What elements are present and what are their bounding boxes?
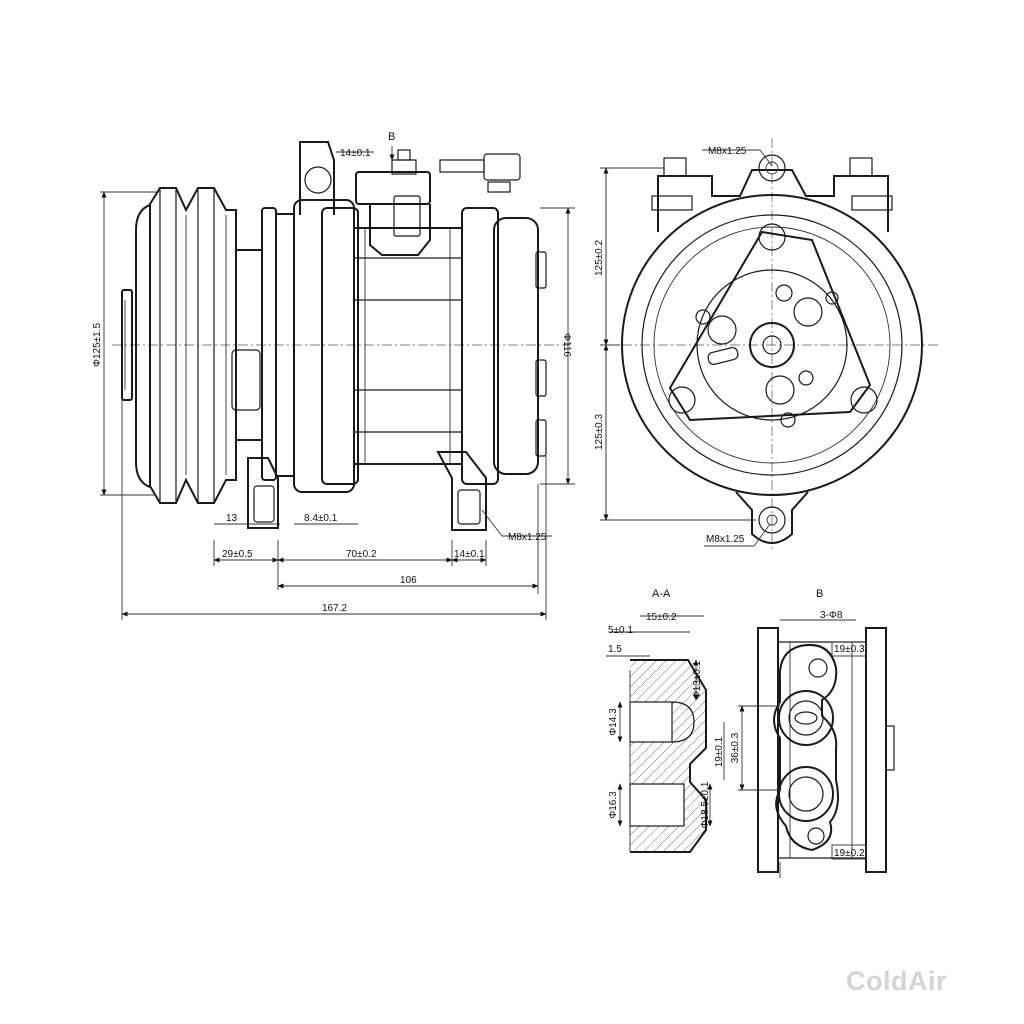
section-aa-title: A-A [652, 588, 671, 600]
dim-mid-small: 8.4±0.1 [304, 513, 338, 524]
dim-b-top: 3-Φ8 [820, 610, 843, 621]
dim-foot-right: 14±0.1 [454, 549, 485, 560]
dim-front-upper-height: 125±0.2 [594, 240, 605, 277]
dim-body-height: Φ116 [561, 333, 572, 357]
dim-top-flange: 14±0.1 [340, 148, 371, 159]
pulley [149, 187, 237, 504]
dim-aa-h1: Φ13±0.1 [692, 660, 703, 699]
compressor-body [293, 199, 547, 493]
view-b-port-lower [778, 766, 834, 822]
clutch-plate [121, 204, 151, 488]
front-view: M8x1.25 M8x1.25 125±0.2 125±0.3 [594, 138, 940, 550]
front-shaft-boss [749, 322, 795, 368]
dim-side-thread: M8x1.25 [508, 532, 547, 543]
hub-hole-top [758, 223, 786, 251]
dim-aa-h2: Φ14.3 [608, 708, 619, 736]
dim-aa-w2: 15±0.2 [646, 612, 677, 623]
side-view-dimensions: 14±0.1 B Φ125±1.5 Φ116 13 8.4±0.1 M8x1.2… [92, 131, 575, 620]
dim-b-bottom: 19±0.2 [834, 848, 865, 859]
top-mount-and-connector [299, 141, 521, 256]
hub-hole-left [668, 386, 696, 414]
dim-aa-w1: 5±0.1 [608, 625, 633, 636]
front-shaft [762, 335, 782, 355]
front-pulley-rim [621, 194, 923, 496]
front-pulley-inner [641, 214, 903, 476]
front-lower-bracket [735, 491, 809, 544]
section-marker-b: B [388, 131, 395, 143]
dim-length-total: 167.2 [322, 603, 347, 614]
dim-pulley-height: Φ125±1.5 [92, 323, 103, 367]
section-a-a: A-A 5±0.1 15±0.2 1.5 Φ13±0.1 Φ14.3 Φ18.5… [606, 588, 713, 853]
view-b-title: B [816, 588, 823, 600]
dim-front-lower-height: 125±0.3 [594, 414, 605, 451]
dim-aa-h4: Φ16.3 [608, 791, 619, 819]
view-b: B 3-Φ8 19±0.3 36±0.3 19±0.1 19±0.2 [714, 588, 895, 878]
view-b-port-upper [778, 690, 834, 746]
front-hub-plate [668, 230, 872, 422]
dim-foot-span: 70±0.2 [346, 549, 377, 560]
dim-b-d1: 19±0.3 [834, 644, 865, 655]
mounting-feet [247, 451, 487, 531]
dim-length-inner: 106 [400, 575, 417, 586]
side-view: 14±0.1 B Φ125±1.5 Φ116 13 8.4±0.1 M8x1.2… [92, 131, 575, 620]
brand-watermark: ColdAir [846, 966, 947, 996]
front-hub [231, 207, 295, 481]
view-b-flange [773, 644, 839, 852]
dim-b-inner: 19±0.1 [714, 736, 725, 767]
dim-left-small: 13 [226, 513, 238, 524]
dim-front-thread-top: M8x1.25 [708, 146, 747, 157]
dim-aa-d1: 1.5 [608, 644, 622, 655]
hub-hole-right [850, 386, 878, 414]
dim-foot-left: 29±0.5 [222, 549, 253, 560]
dim-front-thread-bottom: M8x1.25 [706, 534, 745, 545]
dim-aa-h3: Φ18.5±0.1 [700, 781, 711, 828]
front-upper-bracket [651, 154, 893, 232]
dim-b-span: 36±0.3 [730, 732, 741, 763]
